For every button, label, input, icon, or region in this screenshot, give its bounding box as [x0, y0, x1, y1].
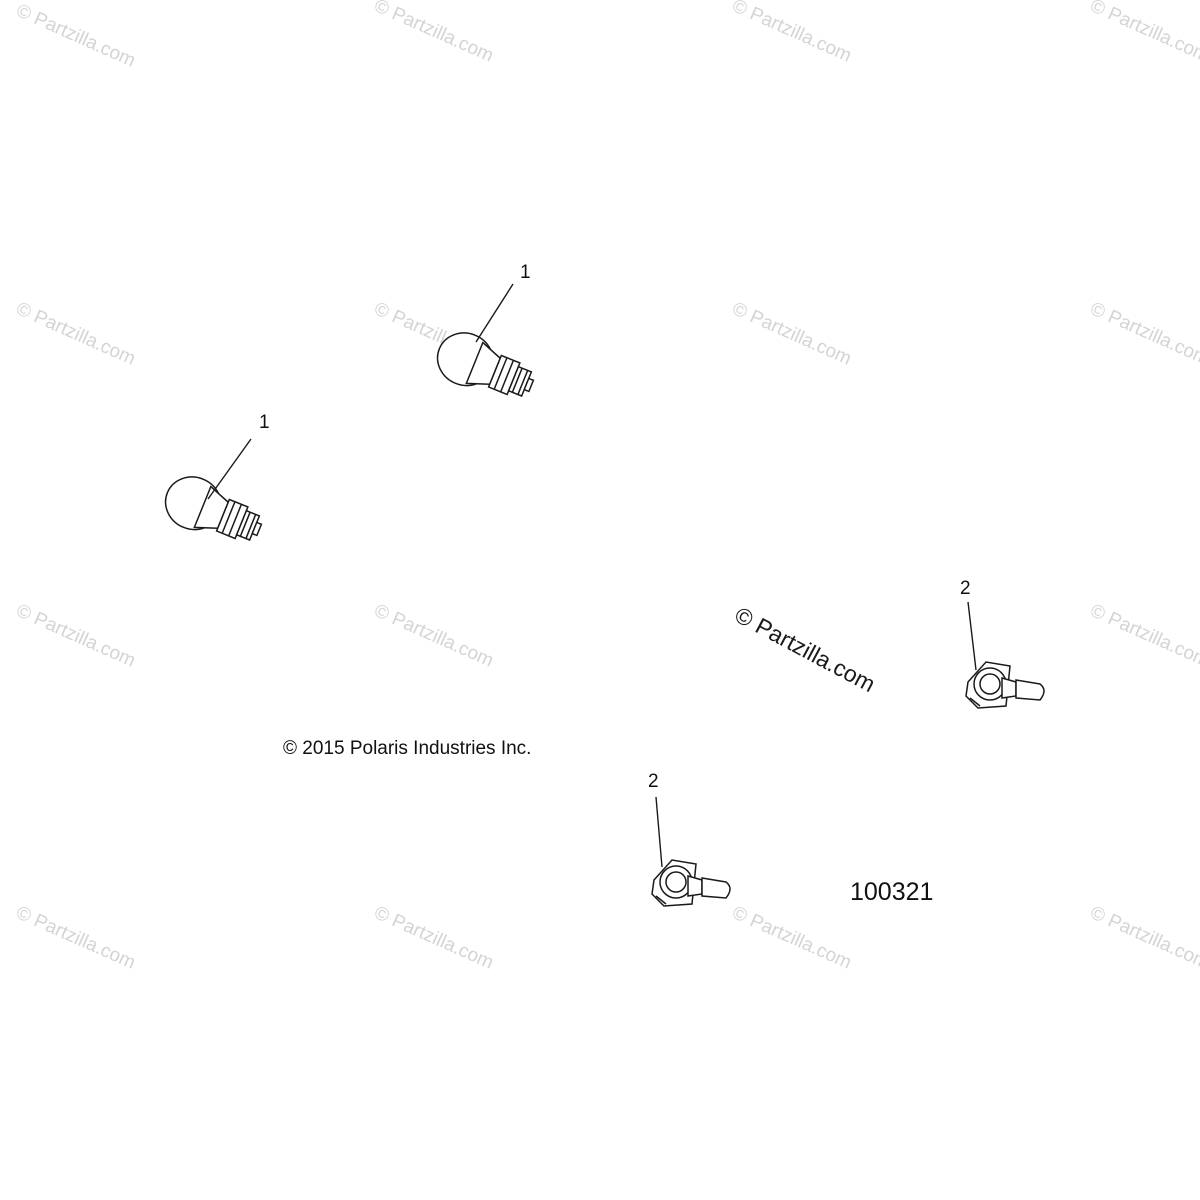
watermark: © Partzilla.com: [729, 0, 855, 67]
watermark: © Partzilla.com: [371, 0, 497, 67]
watermark: © Partzilla.com: [13, 0, 139, 71]
watermark: © Partzilla.com: [13, 298, 139, 369]
watermark: © Partzilla.com: [371, 902, 497, 973]
bulb-wedge-1-lower: [164, 476, 263, 542]
watermark: © Partzilla.com: [1087, 298, 1200, 369]
callout-leader: [207, 438, 252, 500]
diagram-number: 100321: [850, 878, 933, 906]
watermark: © Partzilla.com: [13, 902, 139, 973]
copyright-notice: © 2015 Polaris Industries Inc.: [283, 738, 531, 759]
callout-label: 1: [259, 412, 270, 433]
watermark: © Partzilla.com: [1087, 0, 1200, 67]
callout-label: 2: [648, 771, 659, 792]
watermark: © Partzilla.com: [1087, 902, 1200, 973]
callout-leader: [655, 796, 663, 868]
callout-leader: [967, 601, 977, 671]
bulb-halogen-2-lower: [651, 859, 731, 907]
watermark: © Partzilla.com: [1087, 600, 1200, 671]
callout-label: 2: [960, 578, 971, 599]
watermark: © Partzilla.com: [371, 600, 497, 671]
bulb-wedge-1-upper: [436, 332, 535, 398]
watermark: © Partzilla.com: [729, 298, 855, 369]
watermark-main: © Partzilla.com: [731, 601, 880, 697]
watermark: © Partzilla.com: [13, 600, 139, 671]
callout-label: 1: [520, 262, 531, 283]
watermark: © Partzilla.com: [729, 902, 855, 973]
callout-leader: [475, 283, 514, 343]
bulb-halogen-2-right: [965, 661, 1045, 709]
